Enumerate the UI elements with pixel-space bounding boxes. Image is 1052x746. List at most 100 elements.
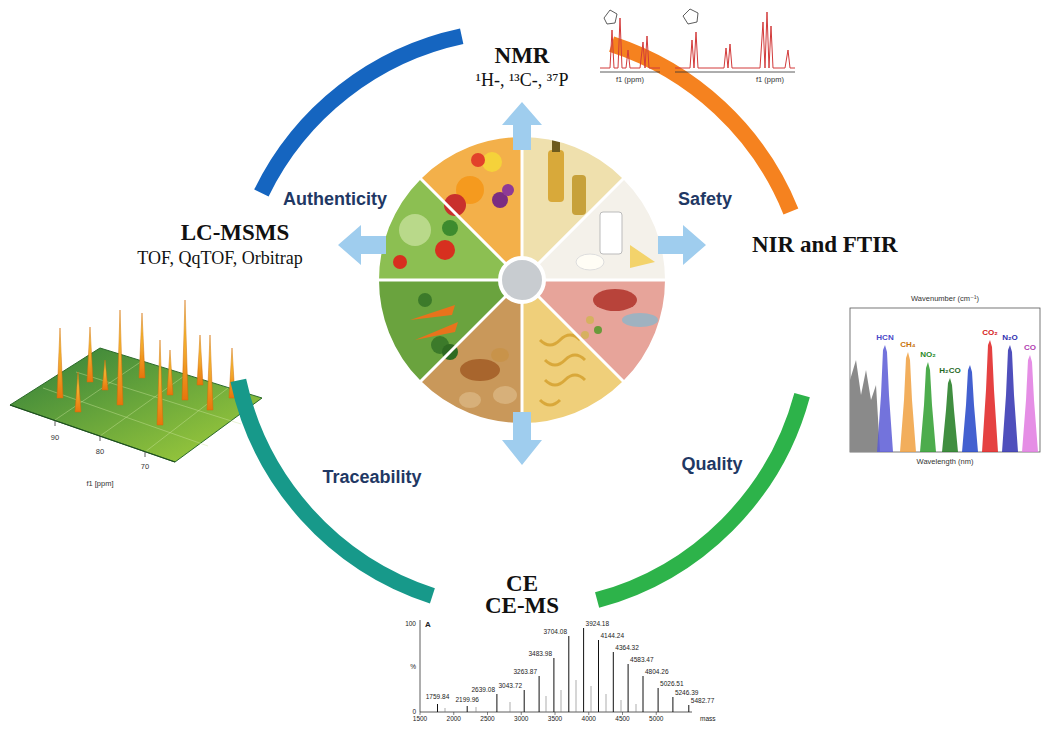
mass-spectrum-part-part [561,690,562,712]
category-label-holder: Safety [678,190,732,210]
peak-label: CH₄ [900,341,915,350]
tick-label: 70 [141,463,149,471]
chromatogram-3d-part-part [75,372,81,412]
mass-spectrum-part-part [553,658,554,712]
axis-label-holder: mass [700,715,716,722]
peak-label: 4804.26 [645,668,669,675]
chromatogram-3d [10,300,262,462]
axis-label: f1 [ppm] [86,480,113,488]
mass-spectrum-part-part [656,712,657,715]
axis-label-holder: f1 [ppm] [86,480,113,488]
mass-spectrum-part [445,680,636,712]
peak-label-holder: 5482.77 [691,697,715,704]
food-picture-part-part [545,375,585,385]
axis-label-holder: f1 (ppm) [756,76,784,84]
axis-label: mass [700,715,716,722]
mass-spectrum-part-part [583,628,584,712]
panel-letter-holder: A [425,621,431,630]
technique-title-holder: NIR and FTIR [752,232,898,257]
axis-label-holder: % [410,663,416,670]
mass-spectrum [420,620,692,715]
mass-spectrum-part [438,628,689,712]
technique-title: CE [506,571,538,596]
food-picture-part [410,305,455,320]
mass-spectrum-part-part [546,696,547,712]
tick-label-holder: 4500 [615,715,629,722]
food-picture-part [471,153,485,167]
axis-label-holder: Wavelength (nm) [917,458,974,466]
mass-spectrum-part-part [420,712,421,715]
peak-label-holder: 3483.98 [529,650,553,657]
category-label: Authenticity [283,190,387,210]
food-picture-center [500,258,544,302]
tick-label: 4000 [582,715,596,722]
mass-spectrum-part-part [476,707,477,712]
technique-subtitle: ¹H-, ¹³C-, ³⁷P [476,71,569,91]
tick-label: 2500 [480,715,494,722]
axis-label: Wavenumber (cm⁻¹) [911,295,979,303]
category-label: Quality [681,455,742,475]
technique-title-holder: LC-MSMS [181,220,290,245]
tick-label-holder: 5000 [649,715,663,722]
axis-label-holder: Wavenumber (cm⁻¹) [911,295,979,303]
mass-spectrum-part-part [591,686,592,712]
peak-label: CO [1024,344,1036,353]
food-picture-part [460,359,500,381]
mass-spectrum-part-part [437,704,438,712]
chromatogram-3d-part [10,348,262,462]
category-label: Safety [678,190,732,210]
mass-spectrum-part-part [496,694,497,712]
chromatogram-3d-part-part [182,300,188,400]
ir-spectrum-part [850,360,880,452]
category-label-holder: Authenticity [283,190,387,210]
chromatogram-3d-part [10,405,175,462]
chromatogram-3d-part-part [102,360,108,390]
food-picture-part [593,289,637,311]
chromatogram-3d-part [145,452,146,457]
technique-title: NMR [495,43,550,68]
tick-label: 3500 [548,715,562,722]
nmr-spectrum-part-part [683,9,698,24]
food-picture-part [522,178,667,281]
safety-arc [612,44,791,211]
traceability-arc [238,380,432,596]
food-picture-part [482,152,502,172]
peak-label: N₂O [1002,334,1018,343]
nmr-spectrum-part-part [675,72,795,73]
peak-label-holder: 5246.39 [675,689,699,696]
mass-spectrum-part-part [688,705,689,712]
food-picture-part [548,150,564,202]
peak-label: 3704.08 [544,628,568,635]
mass-spectrum-part-part [576,680,577,712]
peak-label-holder: CH₄ [900,341,915,350]
peak-label-holder: 4804.26 [645,668,669,675]
ir-spectrum-part [1002,345,1018,452]
food-picture-part [491,348,509,362]
food-picture-part [418,293,432,307]
mass-spectrum-part-part [672,697,673,712]
peak-label-holder: NO₂ [920,351,936,360]
nmr-spectrum-part-part [604,10,617,24]
peak-label: 2639.08 [472,686,496,693]
tick-label-holder: 2000 [447,715,461,722]
peak-label-holder: 1759.84 [426,693,450,700]
tick-label: 2000 [447,715,461,722]
tick-label-holder: 3000 [514,715,528,722]
mass-spectrum-part-part [613,652,614,712]
food-picture-part [502,184,514,196]
tick-label-holder: 3500 [548,715,562,722]
mass-spectrum-part-part [445,708,446,712]
food-picture-part [540,335,585,405]
food-picture-part [594,326,602,334]
axis-label: f1 (ppm) [616,76,644,84]
chromatogram-3d-part-part [157,340,163,425]
direction-arrows-part [502,412,542,465]
food-picture-part [630,245,655,268]
peak-label-holder: N₂O [1002,334,1018,343]
technique-title-holder: CE-MS [485,593,559,618]
nmr-spectrum [600,9,795,72]
ir-spectrum-part [900,352,916,452]
axis-label: Wavelength (nm) [917,458,974,466]
peak-label: 4583.47 [630,656,654,663]
